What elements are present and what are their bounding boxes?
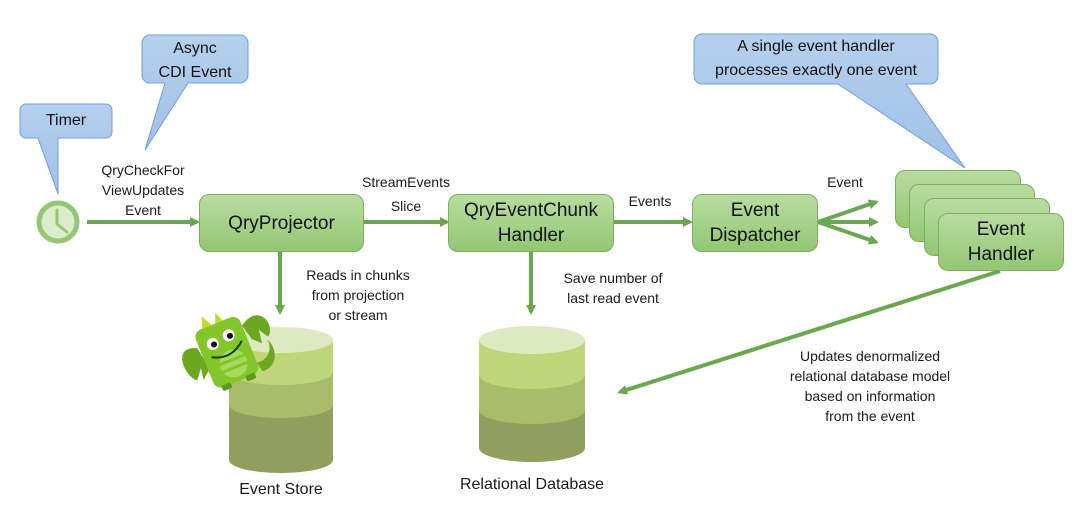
clock-icon [36,200,80,244]
relational-db-cylinder [479,326,585,462]
node-event-dispatcher[interactable]: Event Dispatcher [692,194,818,252]
callout-timer-text: Timer [20,109,112,133]
updates-line2: relational database model [789,368,951,384]
event-store-caption: Event Store [239,481,323,498]
arrow-dispatcher-to-handler-3 [817,220,879,245]
label-event: Event [815,172,875,192]
callout-async-line1: Async [173,40,217,57]
event-store-cylinder [229,327,333,473]
save-line2: last read event [567,290,659,306]
reads-line2: from projection [311,287,405,303]
callout-timer [19,103,113,195]
callout-async-cdi [141,34,249,151]
label-save-number: Save number of last read event [548,268,678,308]
arrow-dispatcher-to-handler-1 [817,199,879,224]
updates-line4: from the event [825,408,915,424]
updates-line1: Updates denormalized [799,348,941,364]
dispatcher-line2: Dispatcher [709,225,801,246]
callout-single-handler [693,33,966,169]
chunk-handler-line1: QryEventChunk [463,200,599,221]
callout-async-line2: CDI Event [158,64,232,81]
events-text: Events [628,193,672,209]
reads-line3: or stream [328,307,388,323]
node-event-handler[interactable]: Event Handler [938,213,1064,271]
dragon-mascot-icon [182,312,275,391]
label-updates-denormalized: Updates denormalized relational database… [775,346,965,426]
stream-line1: StreamEvents [362,174,450,190]
callout-single-line2: processes exactly one event [715,62,917,79]
check-line2: ViewUpdates [101,182,185,198]
node-qry-event-chunk-handler[interactable]: QryEventChunk Handler [448,194,614,252]
event-handler-line1: Event [976,219,1026,240]
arrow-handler-to-db [617,269,1001,395]
label-events: Events [620,191,680,211]
reads-line1: Reads in chunks [306,267,410,283]
callout-async-cdi-text: Async CDI Event [142,37,248,85]
label-reads-in-chunks: Reads in chunks from projection or strea… [293,265,423,325]
callout-single-line1: A single event handler [737,38,895,55]
event-text: Event [827,174,863,190]
chunk-handler-line2: Handler [497,225,565,246]
save-line1: Save number of [563,270,663,286]
dispatcher-line1: Event [730,200,780,221]
label-stream-events-slice: StreamEvents Slice [352,170,460,218]
check-line3: Event [125,202,161,218]
stream-line2: Slice [390,198,422,214]
check-line1: QryCheckFor [101,162,185,178]
callout-single-handler-text: A single event handler processes exactly… [694,35,938,83]
callout-timer-label: Timer [45,112,87,129]
relational-db-caption: Relational Database [459,476,605,493]
label-check-for-updates: QryCheckFor ViewUpdates Event [90,160,196,220]
event-handler-line2: Handler [967,244,1035,265]
updates-line3: based on information [804,388,936,404]
node-qry-projector[interactable]: QryProjector [199,194,364,252]
node-qry-projector-label: QryProjector [228,212,335,234]
